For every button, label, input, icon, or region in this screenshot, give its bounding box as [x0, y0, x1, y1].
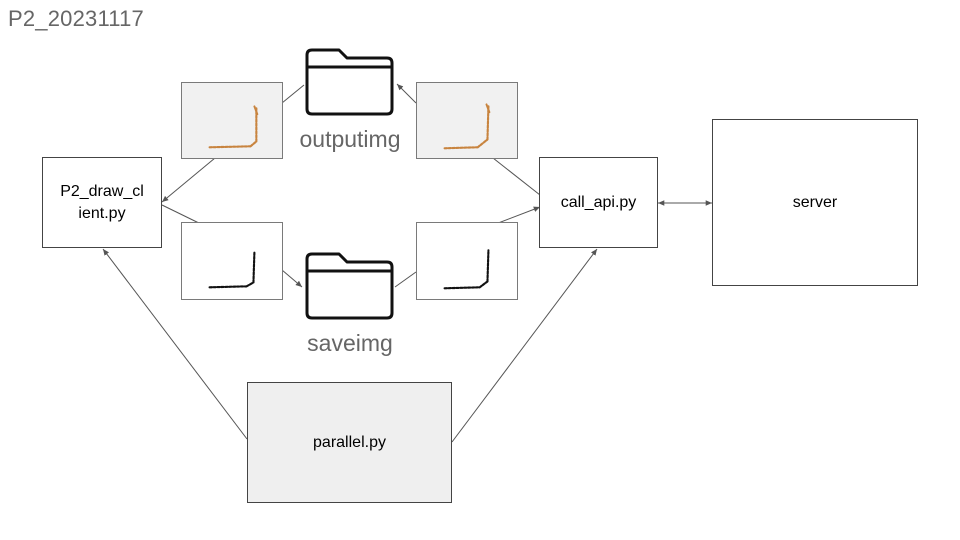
- output-folder-icon: [303, 47, 396, 117]
- edge-outputfolder-to-thumb: [281, 84, 305, 104]
- edge-outputthumb-to-client: [161, 157, 216, 203]
- server-label: server: [792, 193, 838, 211]
- call-api-label: call_api.py: [560, 193, 637, 211]
- save-thumbnail-right: [416, 222, 518, 300]
- edge-outputthumb-to-outputfolder: [396, 83, 417, 104]
- call-api-node[interactable]: call_api.py: [539, 157, 658, 248]
- edge-savethumb-to-savefolder: [281, 269, 303, 288]
- save-folder-icon: [303, 251, 396, 321]
- edge-callapi-to-outputthumb: [492, 157, 541, 196]
- client-script-node[interactable]: P2_draw_cl ient.py: [42, 157, 162, 248]
- parallel-label: parallel.py: [313, 433, 386, 451]
- parallel-node[interactable]: parallel.py: [247, 382, 452, 503]
- output-folder-label: outputimg: [299, 126, 401, 152]
- edge-savefolder-to-thumb: [394, 271, 417, 288]
- output-thumbnail-right: [416, 82, 518, 159]
- output-thumbnail-left: [181, 82, 283, 159]
- edge-parallel-to-callapi: [451, 248, 598, 443]
- save-folder-label: saveimg: [307, 330, 393, 356]
- client-script-label: P2_draw_cl ient.py: [60, 182, 144, 222]
- server-node[interactable]: server: [712, 119, 918, 286]
- save-thumbnail-left: [181, 222, 283, 300]
- page-title: P2_20231117: [8, 6, 144, 31]
- edge-parallel-to-client: [102, 248, 248, 440]
